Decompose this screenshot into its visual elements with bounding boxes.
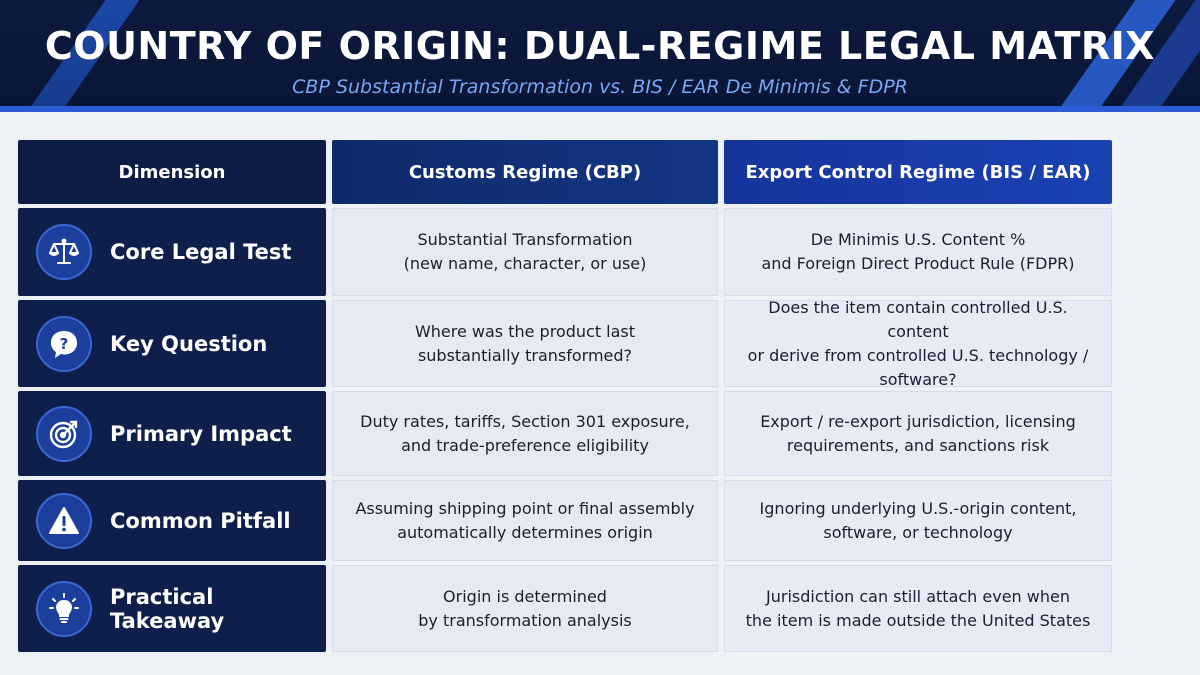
title-banner: COUNTRY OF ORIGIN: DUAL-REGIME LEGAL MAT… <box>0 0 1200 112</box>
row-label-text: Common Pitfall <box>110 508 291 533</box>
row-label-common-pitfall: Common Pitfall <box>18 480 326 561</box>
cbp-cell: Where was the product last substantially… <box>332 300 718 387</box>
target-icon <box>36 405 92 462</box>
ear-cell: Ignoring underlying U.S.-origin content,… <box>724 480 1112 561</box>
svg-text:?: ? <box>60 335 69 353</box>
ear-cell: Jurisdiction can still attach even when … <box>724 565 1112 652</box>
page-subtitle: CBP Substantial Transformation vs. BIS /… <box>292 76 908 98</box>
row-label-core-legal-test: Core Legal Test <box>18 208 326 296</box>
column-header-ear: Export Control Regime (BIS / EAR) <box>724 140 1112 204</box>
cbp-cell: Origin is determined by transformation a… <box>332 565 718 652</box>
lightbulb-icon <box>36 580 92 637</box>
legal-matrix-table: Dimension Customs Regime (CBP) Export Co… <box>18 140 1112 652</box>
row-label-primary-impact: Primary Impact <box>18 391 326 476</box>
row-label-practical-takeaway: Practical Takeaway <box>18 565 326 652</box>
ear-cell: De Minimis U.S. Content % and Foreign Di… <box>724 208 1112 296</box>
question-bubble-icon: ? <box>36 315 92 372</box>
scales-icon <box>36 224 92 280</box>
row-label-key-question: ? Key Question <box>18 300 326 387</box>
cbp-cell: Substantial Transformation (new name, ch… <box>332 208 718 296</box>
row-label-text: Core Legal Test <box>110 240 292 264</box>
row-label-text: Practical Takeaway <box>110 584 225 633</box>
banner-divider <box>0 106 1200 112</box>
cbp-cell: Duty rates, tariffs, Section 301 exposur… <box>332 391 718 476</box>
column-header-cbp: Customs Regime (CBP) <box>332 140 718 204</box>
column-header-dimension: Dimension <box>18 140 326 204</box>
ear-cell: Does the item contain controlled U.S. co… <box>724 298 1112 389</box>
page-title: COUNTRY OF ORIGIN: DUAL-REGIME LEGAL MAT… <box>44 24 1156 68</box>
row-label-text: Primary Impact <box>110 421 292 446</box>
cbp-cell: Assuming shipping point or final assembl… <box>332 480 718 561</box>
warning-icon <box>36 492 92 549</box>
row-label-text: Key Question <box>110 331 268 356</box>
ear-cell: Export / re-export jurisdiction, licensi… <box>724 391 1112 476</box>
